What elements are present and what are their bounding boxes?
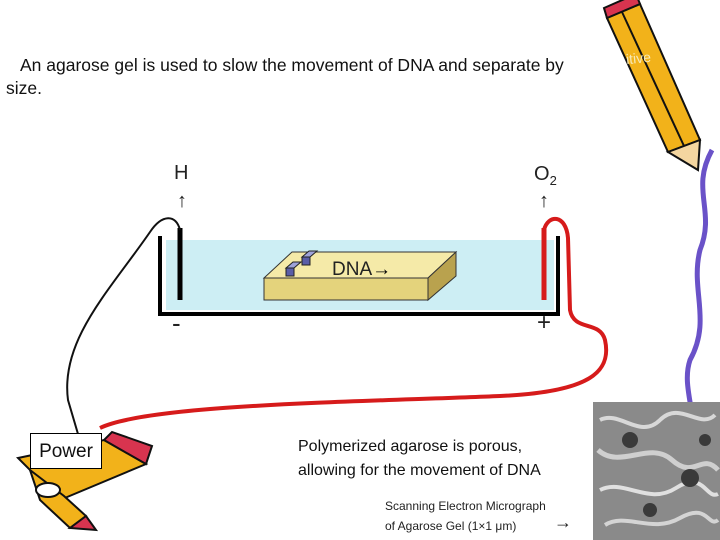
sem-micrograph-image [593, 402, 720, 540]
oxygen-up-arrow: ↑ [539, 190, 549, 213]
sem-right-arrow: → [554, 512, 572, 533]
positive-electrode-label: + [537, 309, 551, 337]
polymerized-agarose-caption: Polymerized agarose is porous, allowing … [298, 435, 598, 483]
black-wire [67, 218, 180, 434]
negative-electrode-label: - [172, 308, 181, 339]
pencil-overlap-text: itive [625, 49, 651, 68]
pencil-top-right-clipart [604, 0, 700, 170]
dna-right-arrow: → [372, 259, 391, 280]
polymer-caption-line-2: allowing for the movement of DNA [298, 459, 598, 483]
oxygen-label: O2 [534, 163, 557, 188]
hydrogen-up-arrow: ↑ [177, 190, 187, 213]
hydrogen-label: H [174, 162, 188, 185]
power-supply-box: Power [30, 433, 102, 469]
polymer-caption-line-1: Polymerized agarose is porous, [298, 435, 598, 459]
oxygen-subscript: 2 [550, 173, 557, 188]
dna-direction-label: DNA→ [332, 259, 391, 281]
oxygen-symbol: O [534, 163, 550, 185]
gel-slab-front [264, 278, 428, 300]
dna-label: DNA [332, 259, 372, 280]
intro-text: An agarose gel is used to slow the movem… [6, 54, 566, 100]
